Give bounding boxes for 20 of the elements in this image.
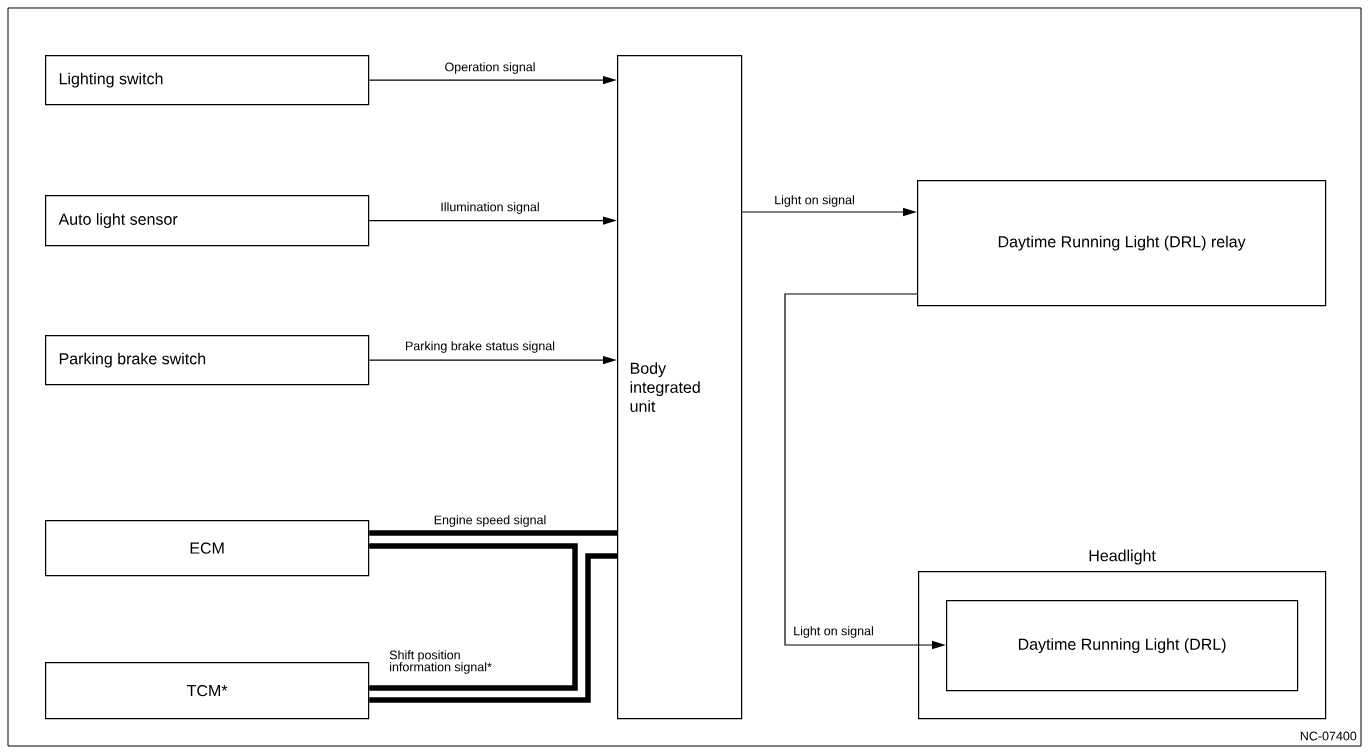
edge-label: Engine speed signal <box>434 515 546 527</box>
connector-line <box>369 530 617 536</box>
edge-label: Operation signal <box>445 62 535 74</box>
edge-label: Light on signal <box>775 195 854 207</box>
edge-label: Light on signal <box>794 626 873 638</box>
component-box: Auto light sensor <box>45 195 370 247</box>
node-label: Headlight <box>1089 549 1156 565</box>
component-box: Daytime Running Light (DRL) relay <box>917 180 1327 307</box>
connector-line <box>369 553 617 703</box>
component-box: Daytime Running Light (DRL) <box>946 600 1299 692</box>
unit-box: Body integrated unit <box>617 55 743 720</box>
figure-code: NC-07400 <box>1300 731 1357 741</box>
edge-label: Shift position information signal* <box>389 650 492 674</box>
component-box: ECM <box>45 520 370 577</box>
connector-line <box>369 543 578 691</box>
edge-label: Parking brake status signal <box>406 341 555 353</box>
component-box: Parking brake switch <box>45 335 370 386</box>
edge-label: Illumination signal <box>441 202 539 214</box>
component-box: Lighting switch <box>45 55 370 106</box>
component-box: TCM* <box>45 662 370 720</box>
